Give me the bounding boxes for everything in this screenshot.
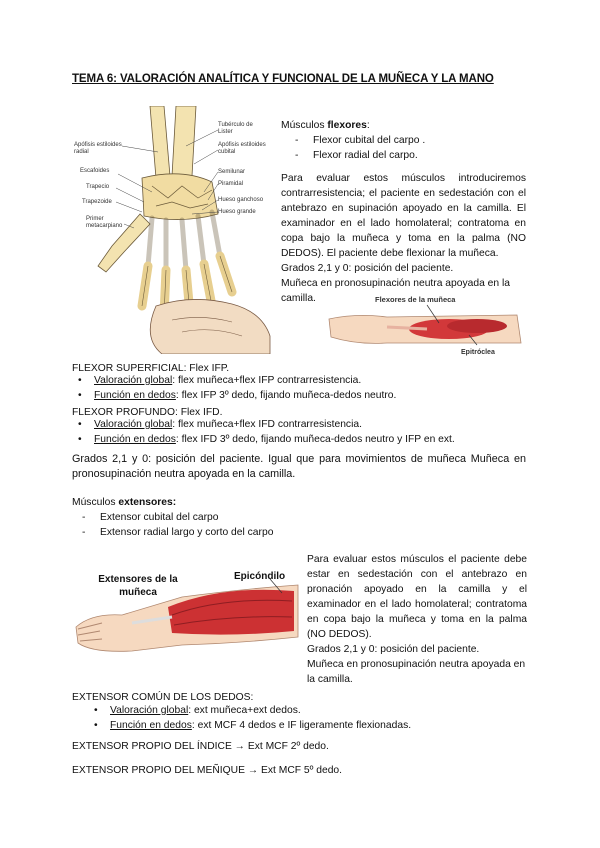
extensores-heading: Músculos extensores: [72,495,176,510]
label-hueso-grande: Hueso grande [218,209,256,215]
list-item: Función en dedos: flex IFD 3º dedo, fija… [72,432,532,447]
item-text: : flex IFD 3º dedo, fijando muñeca-dedos… [175,434,455,445]
list-item: Extensor cubital del carpo [72,510,372,525]
label-trapezoide: Trapezoide [82,199,112,205]
flexores-heading-prefix: Músculos [281,120,328,131]
item-label: Valoración global [94,419,173,430]
item-text: : ext muñeca+ext dedos. [188,705,301,716]
label-primer-metacarpiano: Primer metacarpiano [86,216,123,229]
flexores-muneca: Muñeca en pronosupinación neutra apoyada… [281,278,510,304]
label-tuberculo-lister: Tubérculo de Lister [218,122,253,135]
extensor-indice: EXTENSOR PROPIO DEL ÍNDICE → Ext MCF 2º … [72,741,329,752]
label-hueso-ganchoso: Hueso ganchoso [218,197,264,203]
list-item: Flexor radial del carpo. [285,148,525,163]
flexores-grados: Grados 2,1 y 0: posición del paciente. [281,263,454,274]
flexores-paragraph: Para evaluar estos músculos introducirem… [281,173,526,259]
extensores-grados: Grados 2,1 y 0: posición del paciente. [307,644,480,655]
list-item: Función en dedos: ext MCF 4 dedos e IF l… [88,718,528,733]
list-item: Valoración global: flex muñeca+flex IFP … [72,373,532,388]
flexor-profundo-heading: FLEXOR PROFUNDO: Flex IFD. [72,407,223,418]
list-item: Valoración global: flex muñeca+flex IFD … [72,417,532,432]
extensores-paragraph: Para evaluar estos músculos el paciente … [307,554,527,640]
epitroclea-label: Epitróclea [461,349,495,356]
extensores-heading-bold: extensores: [118,497,177,508]
flexor-superficial-heading: FLEXOR SUPERFICIAL: Flex IFP. [72,363,230,374]
extensores-list: Extensor cubital del carpo Extensor radi… [72,510,372,540]
item-label: Valoración global [94,375,173,386]
label-piramidal: Piramidal [218,181,244,187]
list-item: Función en dedos: flex IFP 3º dedo, fija… [72,388,532,403]
item-text: : flex IFP 3º dedo, fijando muñeca-dedos… [175,390,397,401]
hand-bones-image: Apófisis estiloides radial Escafoides Tr… [72,106,276,354]
item-text: : flex muñeca+flex IFP contrarresistenci… [172,375,362,386]
label-escafoides: Escafoides [80,168,110,174]
flexor-arm-drawing [328,304,522,346]
hand-bones-drawing [97,106,271,354]
label-apofisis-radial: Apófisis estiloides radial [74,142,122,155]
extensor-comun-list: Valoración global: ext muñeca+ext dedos.… [88,703,528,733]
item-label: Valoración global [110,705,189,716]
page-title: TEMA 6: VALORACIÓN ANALÍTICA Y FUNCIONAL… [72,73,494,85]
item-text: : ext MCF 4 dedos e IF ligeramente flexi… [191,720,412,731]
label-apofisis-cubital: Apófisis estiloides cubital [218,142,266,155]
extensores-heading-prefix: Músculos [72,497,119,508]
flexores-heading-bold: flexores [327,120,367,131]
extensor-comun-heading: EXTENSOR COMÚN DE LOS DEDOS: [72,692,254,703]
extensores-image-label: Extensores de la muñeca [98,574,178,598]
extensor-menique: EXTENSOR PROPIO DEL MEÑIQUE → Ext MCF 5º… [72,765,343,776]
label-trapecio: Trapecio [86,184,110,190]
grados-paragraph: Grados 2,1 y 0: posición del paciente. I… [72,453,526,480]
item-label: Función en dedos [94,434,176,445]
item-text: : flex muñeca+flex IFD contrarresistenci… [172,419,362,430]
flexores-image-label: Flexores de la muñeca [375,295,456,304]
extensor-arm-image: Extensores de la muñeca Epicóndilo [72,567,302,659]
label-semilunar: Semilunar [218,169,246,175]
list-item: Valoración global: ext muñeca+ext dedos. [88,703,528,718]
flexores-heading: Músculos flexores: [281,118,370,133]
flexor-arm-image: Flexores de la muñeca Epitróclea [327,293,523,363]
extensor-arm-drawing [75,578,299,652]
flexores-heading-suffix: : [366,120,370,131]
item-label: Función en dedos [110,720,192,731]
flexor-profundo-list: Valoración global: flex muñeca+flex IFD … [72,417,532,447]
item-label: Función en dedos [94,390,176,401]
list-item: Flexor cubital del carpo . [285,133,525,148]
extensores-muneca: Muñeca en pronosupinación neutra apoyada… [307,659,526,685]
flexores-list: Flexor cubital del carpo . Flexor radial… [285,133,525,163]
list-item: Extensor radial largo y corto del carpo [72,525,372,540]
epicondilo-label: Epicóndilo [234,571,286,582]
flexor-superficial-list: Valoración global: flex muñeca+flex IFP … [72,373,532,403]
